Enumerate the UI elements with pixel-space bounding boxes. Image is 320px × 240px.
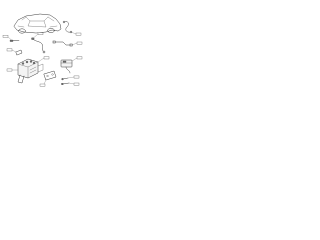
callout-box bbox=[75, 32, 82, 36]
nut bbox=[61, 78, 64, 81]
sensor-part bbox=[9, 39, 14, 42]
callout-box bbox=[76, 41, 83, 45]
front-wheel bbox=[18, 28, 26, 34]
callout-box bbox=[73, 75, 80, 79]
sensor-connector bbox=[31, 37, 35, 40]
callout-box bbox=[2, 35, 9, 38]
callout-box bbox=[73, 82, 80, 86]
control-module bbox=[60, 59, 73, 68]
center-sensor-group bbox=[31, 32, 46, 54]
brake-tube-group bbox=[52, 40, 83, 47]
callout-box bbox=[43, 56, 50, 60]
tube-fitting bbox=[69, 43, 73, 47]
clip-group bbox=[6, 48, 23, 56]
callout-box bbox=[6, 68, 13, 72]
callout-box bbox=[39, 83, 46, 87]
bolt-head bbox=[61, 83, 64, 85]
left-sensor-group bbox=[2, 35, 20, 42]
abs-modulator-assembly bbox=[6, 56, 50, 84]
module-connector bbox=[62, 60, 67, 63]
diagram-canvas bbox=[2, 13, 83, 87]
bracket-group bbox=[39, 70, 57, 87]
tube-fitting bbox=[52, 40, 56, 44]
parts-diagram bbox=[0, 0, 88, 93]
rear-wheel bbox=[47, 28, 55, 33]
callout-box bbox=[37, 32, 44, 35]
vehicle-outline bbox=[13, 13, 62, 34]
callout-box bbox=[6, 48, 13, 52]
wheel-sensor-cable bbox=[62, 20, 82, 36]
callout-box bbox=[76, 56, 83, 60]
fastener-group bbox=[61, 75, 80, 86]
control-module-group bbox=[60, 56, 83, 74]
